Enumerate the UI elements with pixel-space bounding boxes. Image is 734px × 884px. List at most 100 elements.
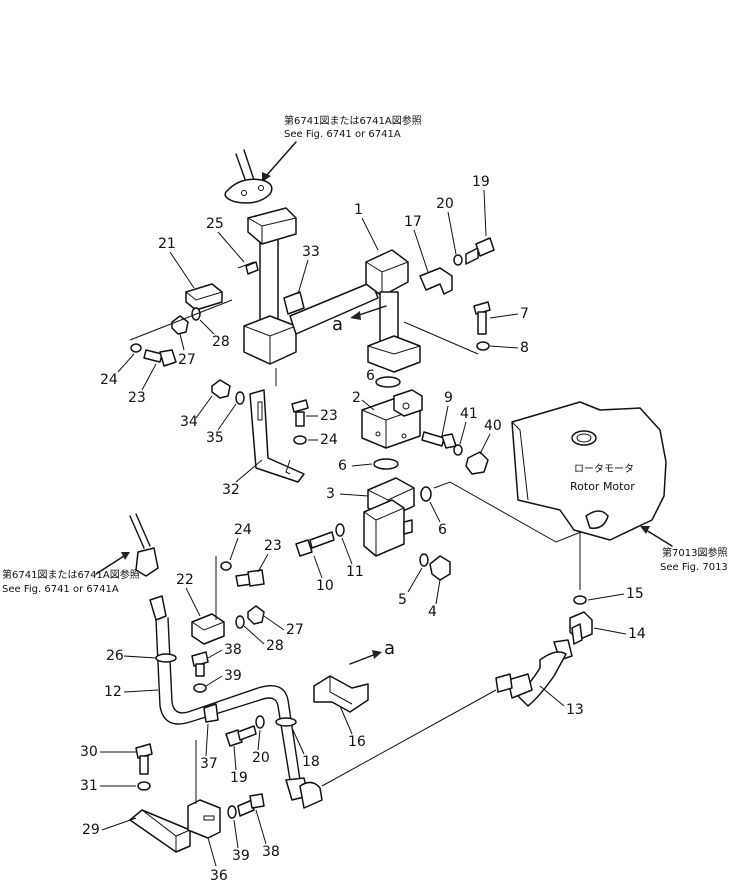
callout-23a: 23 [128,390,146,406]
callout-17: 17 [404,214,422,230]
callout-6c: 6 [438,522,447,538]
bolt-10 [295,531,335,557]
bolt-9 [421,431,457,449]
callout-4: 4 [428,604,437,620]
callout-18: 18 [302,754,320,770]
callout-19b: 19 [230,770,248,786]
callout-26: 26 [106,648,124,664]
elbow-hose-13 [495,639,573,707]
callout-19a: 19 [472,174,490,190]
washer-39-b [227,805,237,819]
callout-38a: 38 [224,642,242,658]
bolt-25 [237,261,259,275]
bolt-19 [465,237,495,265]
right-reference-jp: 第7013図参照 [662,546,727,559]
callout-32: 32 [222,482,240,498]
right-reference-leader [645,529,673,547]
bolt-19-b [225,725,257,747]
part-callouts: 1 17 20 19 7 8 25 21 33 28 27 24 23 6 2 … [80,174,646,884]
callout-28a: 28 [212,334,230,350]
callout-25: 25 [206,216,224,232]
o-ring-6-a [375,376,401,388]
callout-37: 37 [200,756,218,772]
bracket-21 [185,283,223,311]
plug-40 [465,451,489,475]
rotor-motor: ロータモータ Rotor Motor [511,401,667,541]
o-ring-15 [573,595,587,605]
callout-23c: 23 [264,538,282,554]
callout-15: 15 [626,586,644,602]
svg-text:a: a [384,638,395,659]
callout-36: 36 [210,868,228,884]
callout-27b: 27 [286,622,304,638]
callout-20a: 20 [436,196,454,212]
pipe-assembly-1 [243,207,421,373]
nut-27 [171,315,189,335]
bolt-23-b [291,399,309,427]
leader-line [129,299,233,341]
bracket-17 [419,267,453,295]
callout-41: 41 [460,406,478,422]
washer-24-c [220,561,232,571]
clamp-18 [275,717,297,727]
callout-24a: 24 [100,372,118,388]
callout-27a: 27 [178,352,196,368]
callout-7: 7 [520,306,529,322]
nut-34 [211,379,231,399]
clamp-37 [203,703,219,723]
bracket-22 [191,613,225,645]
callout-24b: 24 [320,432,338,448]
bolt-38-b [237,793,265,817]
washer-31 [137,781,151,791]
callout-20b: 20 [252,750,270,766]
washer-35 [235,391,245,405]
right-reference-en: See Fig. 7013 [660,562,728,573]
callout-21: 21 [158,236,176,252]
callout-3: 3 [326,486,335,502]
bolt-7 [473,301,491,335]
top-reference-jp: 第6741図または6741A図参照 [284,114,422,127]
top-reference-leader [265,141,297,177]
washer-39-a [193,683,207,693]
motor-label-jp: ロータモータ [574,463,634,475]
callout-12: 12 [104,684,122,700]
washer-28-b [235,615,245,629]
callout-28b: 28 [266,638,284,654]
callout-6a: 6 [366,368,375,384]
bolt-38-a [191,651,209,677]
leader-line [403,321,479,355]
callout-1: 1 [354,202,363,218]
view-arrow-a-bottom: a [349,638,395,665]
washer-20-b [255,715,265,729]
callout-29: 29 [82,822,100,838]
arrowhead-icon [121,552,130,560]
bolt-23 [143,349,177,367]
callout-33: 33 [302,244,320,260]
svg-text:a: a [332,314,343,335]
callout-34: 34 [180,414,198,430]
leader-line [321,689,497,787]
callout-23b: 23 [320,408,338,424]
left-pipe-stub [129,513,159,577]
o-ring-6-b [373,458,399,470]
washer-20 [453,254,463,266]
fitting-14 [569,611,593,645]
top-flange [224,149,273,204]
clamp-33 [283,291,305,315]
callout-5: 5 [398,592,407,608]
bolt-30 [135,743,153,775]
bracket-16 [313,675,369,713]
hose-12 [149,595,323,809]
callout-11: 11 [346,564,364,580]
arrowhead-icon [262,172,271,182]
callout-38b: 38 [262,844,280,860]
callout-16: 16 [348,734,366,750]
callout-6b: 6 [338,458,347,474]
washer-24-b [293,435,307,445]
callout-9: 9 [444,390,453,406]
callout-39b: 39 [232,848,250,864]
callout-8: 8 [520,340,529,356]
washer-24 [130,343,142,353]
